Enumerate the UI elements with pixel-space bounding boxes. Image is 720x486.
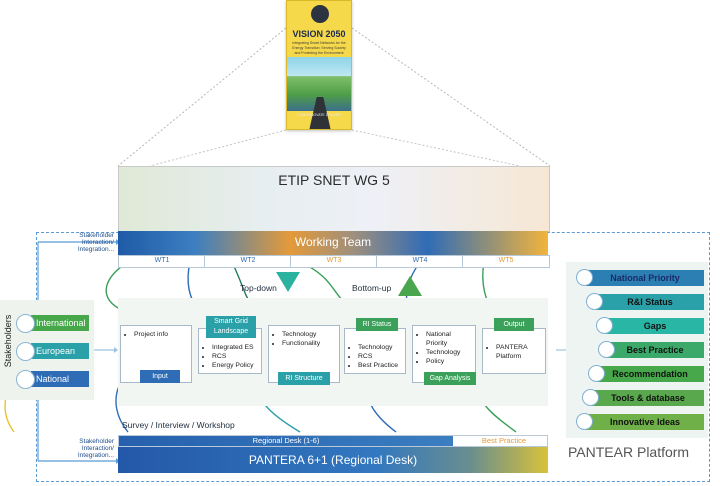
stakeholder-international: International xyxy=(31,315,89,331)
platform-item: National Priority xyxy=(586,270,704,286)
input-tag: Input xyxy=(140,370,180,383)
platform-title: PANTEAR Platform xyxy=(568,444,690,460)
pantera-regional-desk-label: PANTERA 6+1 (Regional Desk) xyxy=(248,453,418,467)
regional-desk-bar xyxy=(118,435,548,447)
smart-grid-header: Smart Grid Landscape xyxy=(206,316,256,338)
working-team-label: Working Team xyxy=(294,235,372,249)
bottom-up-label: Bottom-up xyxy=(352,283,392,293)
platform-item: Gaps xyxy=(606,318,704,334)
sh-line: Interaction/ xyxy=(81,239,114,246)
sh-line: Stakeholder xyxy=(79,232,114,239)
top-down-label: Top-down xyxy=(240,283,277,293)
bullet-circle xyxy=(596,317,613,334)
sh-line: Interaction/ xyxy=(81,445,114,452)
gap-analysis-tag: Gap Analysis xyxy=(424,372,476,385)
pantera-regional-desk-bar xyxy=(118,447,548,473)
stakeholders-title: Stakeholders xyxy=(3,314,13,368)
ri-status-header: RI Status xyxy=(356,318,398,331)
vision-2050-cover: VISION 2050 Integrating Smart Networks f… xyxy=(286,0,352,130)
wg5-label: ETIP SNET WG 5 xyxy=(278,172,390,188)
output-item: PANTERA Platform xyxy=(496,343,542,361)
bullet-circle xyxy=(588,365,605,382)
gap-item: Technology xyxy=(426,348,472,357)
wt-cell: WT1 xyxy=(118,255,206,268)
stakeholder-european: European xyxy=(31,343,89,359)
bullet-circle xyxy=(576,413,593,430)
wg5-banner xyxy=(118,166,550,232)
wt-cell: WT4 xyxy=(376,255,464,268)
vision-footer: PLAN INNOVATE DELIVER xyxy=(297,113,341,117)
ri-structure-tag: RI Structure xyxy=(278,372,330,385)
sg-item: Integrated ES xyxy=(212,343,258,352)
platform-item: Innovative Ideas xyxy=(586,414,704,430)
ris-item: RCS xyxy=(358,352,402,361)
survey-label: Survey / Interview / Workshop xyxy=(122,420,235,430)
ris-item: Technology xyxy=(358,343,402,352)
gap-item: Policy xyxy=(426,357,472,366)
down-arrow-icon xyxy=(276,272,300,292)
bullet-circle xyxy=(576,269,593,286)
platform-item: R&I Status xyxy=(596,294,704,310)
stakeholder-interaction-top: Stakeholder Interaction/ Integration... xyxy=(40,232,114,253)
platform-item: Tools & database xyxy=(592,390,704,406)
regional-desk-label: Regional Desk (1-6) xyxy=(252,436,320,445)
stakeholder-interaction-bottom: Stakeholder Interaction/ Integration... xyxy=(40,438,114,459)
ri-status-box: Technology RCS Best Practice xyxy=(344,328,406,374)
bullet-circle xyxy=(16,370,35,389)
wt-cell: WT3 xyxy=(290,255,378,268)
bullet-circle xyxy=(16,314,35,333)
bullet-circle xyxy=(598,341,615,358)
platform-item: Best Practice xyxy=(606,342,704,358)
bullet-circle xyxy=(586,293,603,310)
input-item: Project info xyxy=(134,330,188,339)
tech-item: Technology xyxy=(282,330,336,339)
platform-item: Recommendation xyxy=(596,366,704,382)
sg-item: RCS xyxy=(212,352,258,361)
vision-title: VISION 2050 xyxy=(292,29,346,39)
sh-line: Stakeholder xyxy=(79,438,114,445)
sh-line: Integration... xyxy=(77,246,114,253)
wt-cell: WT5 xyxy=(462,255,550,268)
etip-snet-logo xyxy=(311,5,329,23)
gap-item: National Priority xyxy=(426,330,472,348)
output-box: PANTERA Platform xyxy=(482,328,546,374)
tech-item: Functionality xyxy=(282,339,336,348)
sh-line: Integration... xyxy=(77,452,114,459)
stakeholder-national: National xyxy=(31,371,89,387)
up-arrow-icon xyxy=(398,276,422,296)
working-team-bar xyxy=(118,231,548,255)
sg-item: Energy Policy xyxy=(212,361,258,370)
best-practice-label: Best Practice xyxy=(481,436,527,445)
output-header: Output xyxy=(494,318,534,331)
vision-subtitle: Integrating Smart Networks for the Energ… xyxy=(292,41,346,55)
wt-cell: WT2 xyxy=(204,255,292,268)
ris-item: Best Practice xyxy=(358,361,402,370)
bullet-circle xyxy=(582,389,599,406)
bullet-circle xyxy=(16,342,35,361)
